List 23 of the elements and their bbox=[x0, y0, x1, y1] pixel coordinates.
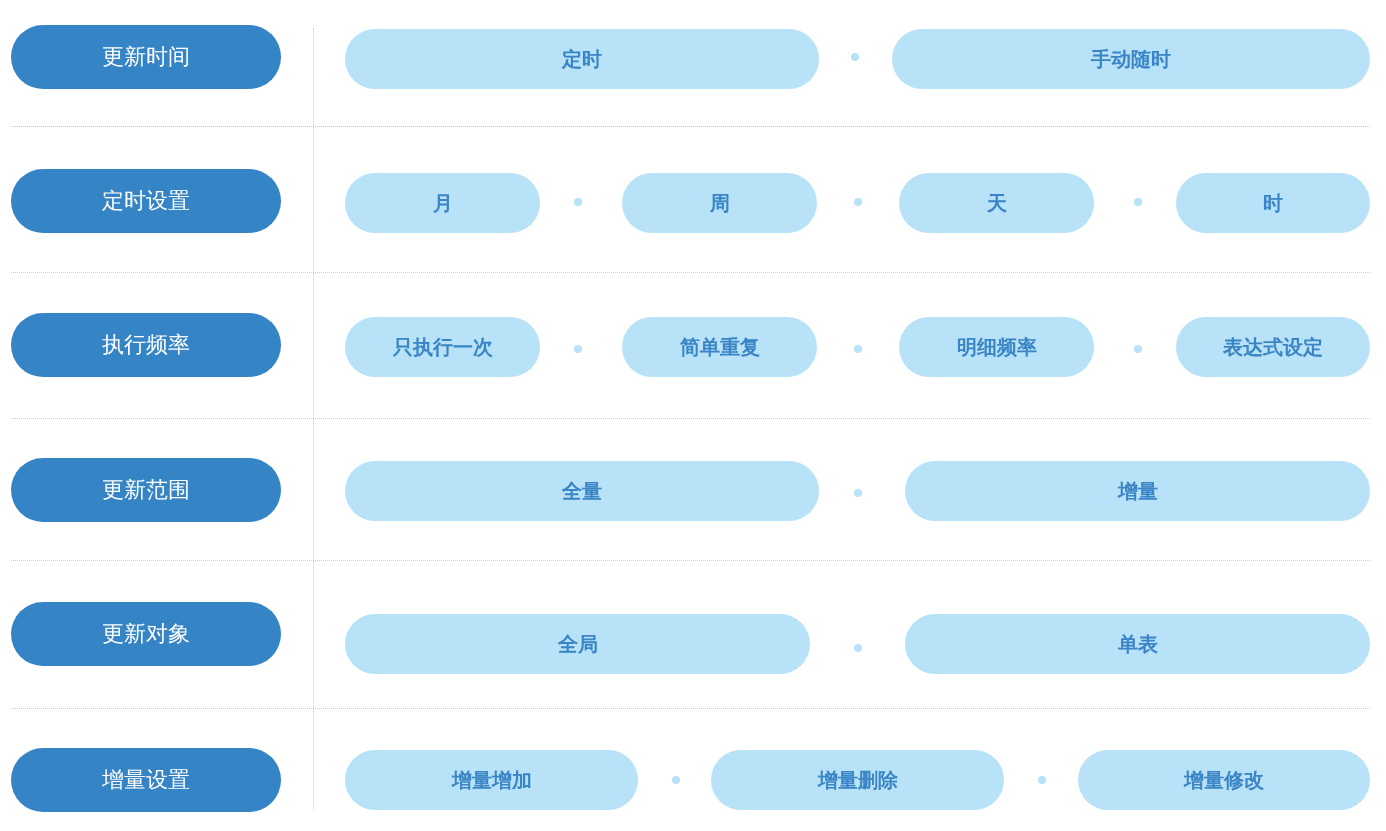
row-header-pill: 执行频率 bbox=[11, 313, 281, 377]
option-pill: 单表 bbox=[905, 614, 1370, 674]
option-pill: 增量 bbox=[905, 461, 1370, 521]
option-pill: 增量增加 bbox=[345, 750, 638, 810]
option-pill: 增量删除 bbox=[711, 750, 1004, 810]
option-pill: 全局 bbox=[345, 614, 810, 674]
option-pill: 时 bbox=[1176, 173, 1370, 233]
option-pill: 全量 bbox=[345, 461, 819, 521]
option-pill: 天 bbox=[899, 173, 1094, 233]
option-pill: 明细频率 bbox=[899, 317, 1094, 377]
option-pill: 简单重复 bbox=[622, 317, 817, 377]
row-header-pill: 更新对象 bbox=[11, 602, 281, 666]
option-pill: 定时 bbox=[345, 29, 819, 89]
row-header-pill: 更新时间 bbox=[11, 25, 281, 89]
row-header-pill: 定时设置 bbox=[11, 169, 281, 233]
option-pill: 增量修改 bbox=[1078, 750, 1370, 810]
row-header-pill: 增量设置 bbox=[11, 748, 281, 812]
option-pill: 周 bbox=[622, 173, 817, 233]
option-pill: 表达式设定 bbox=[1176, 317, 1370, 377]
option-pill: 月 bbox=[345, 173, 540, 233]
option-pill: 只执行一次 bbox=[345, 317, 540, 377]
row-header-pill: 更新范围 bbox=[11, 458, 281, 522]
option-pill: 手动随时 bbox=[892, 29, 1370, 89]
